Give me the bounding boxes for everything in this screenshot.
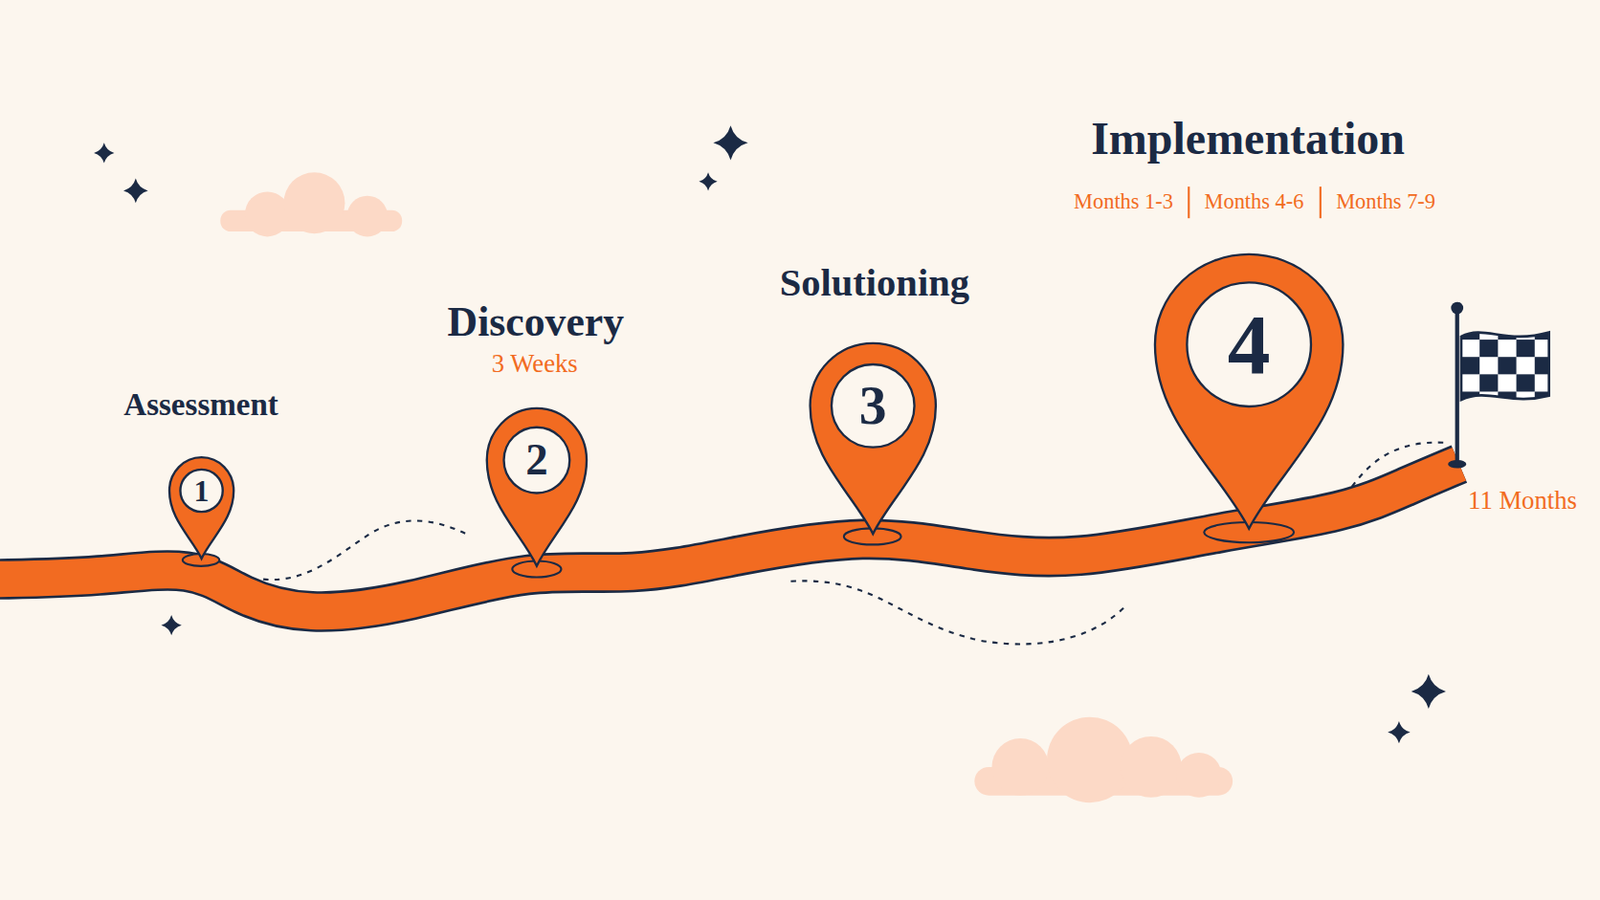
pin-body — [487, 408, 587, 567]
pin-shape — [483, 402, 590, 569]
star — [698, 172, 717, 191]
pin-circle — [831, 364, 915, 448]
step-title: Discovery — [447, 299, 625, 346]
flag-check — [1479, 339, 1498, 357]
pin-circle — [1186, 282, 1312, 407]
star — [93, 142, 114, 163]
flag-check — [1516, 374, 1535, 392]
flag-check — [1516, 339, 1535, 357]
step-duration: 3 Weeks — [491, 350, 578, 378]
separator — [1319, 186, 1322, 219]
cloud — [974, 717, 1233, 804]
map-pin: Assessment1 — [167, 454, 236, 561]
clouds — [220, 172, 1233, 803]
step-number: 2 — [525, 435, 548, 486]
pin-shape — [805, 336, 940, 537]
flag-check — [1461, 322, 1480, 340]
stars — [93, 125, 1446, 744]
step-title: Implementation — [1090, 114, 1405, 166]
step-number: 3 — [859, 376, 888, 437]
step-number: 1 — [194, 473, 210, 508]
map-pin: Discovery3 Weeks2 — [483, 402, 590, 569]
pin-circle — [179, 469, 223, 512]
star — [1387, 721, 1410, 744]
flag-check — [1534, 322, 1554, 340]
pin-body — [169, 457, 234, 559]
step-number: 4 — [1227, 297, 1271, 393]
flag-check — [1497, 356, 1516, 375]
dashed-trail — [263, 520, 469, 580]
flag-check — [1461, 391, 1480, 409]
pin-body — [1155, 254, 1343, 530]
cloud — [220, 172, 402, 237]
flag-check — [1497, 391, 1516, 409]
star — [123, 178, 149, 204]
map-pin: ImplementationMonths 1-3Months 4-6Months… — [1149, 244, 1350, 534]
pin-body — [810, 343, 936, 534]
step-title: Assessment — [123, 387, 279, 423]
pin-circle — [504, 427, 571, 494]
dashed-trail — [790, 580, 1128, 645]
flag-check — [1534, 391, 1554, 409]
map-pin: Solutioning3 — [805, 336, 940, 537]
phase-label: Months 4-6 — [1204, 190, 1305, 215]
step-title: Solutioning — [779, 262, 970, 306]
flag-check — [1534, 356, 1554, 375]
separator — [1187, 186, 1190, 219]
star — [1411, 674, 1446, 710]
phase-label: Months 1-3 — [1073, 190, 1174, 215]
total-duration: 11 Months — [1467, 487, 1578, 515]
flag-check — [1479, 374, 1498, 392]
star — [712, 125, 748, 160]
phase-label: Months 7-9 — [1335, 190, 1436, 215]
finish-flag — [1450, 302, 1554, 466]
star — [160, 615, 181, 636]
month-separators — [1188, 186, 1321, 219]
flag-check — [1461, 356, 1480, 375]
